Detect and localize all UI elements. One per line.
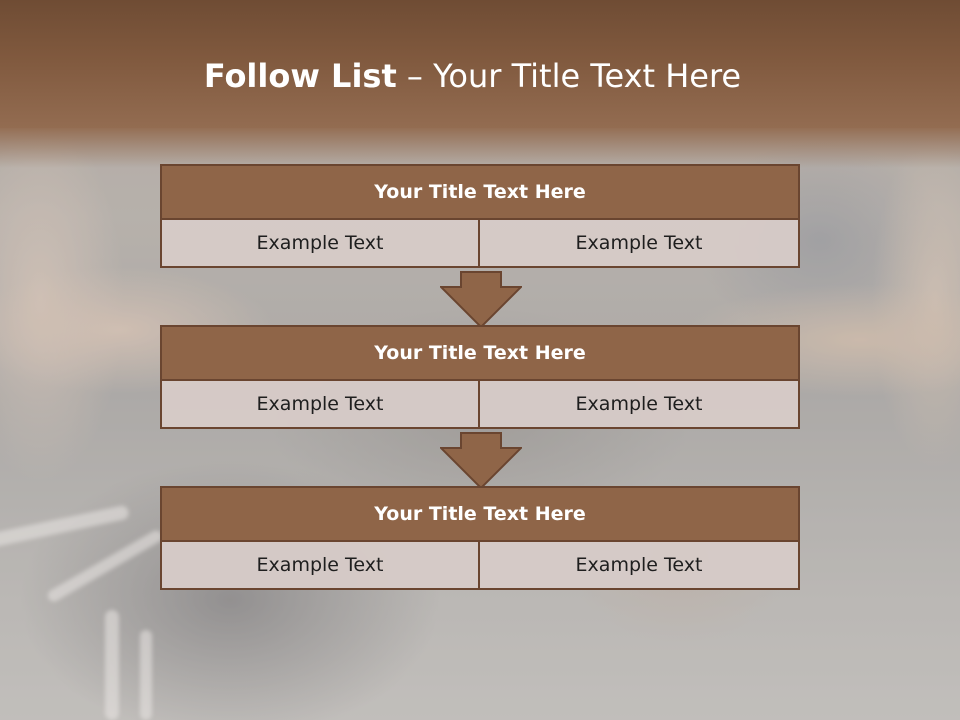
- block-cell-right: Example Text: [478, 381, 800, 429]
- block-cell-right: Example Text: [478, 542, 800, 590]
- block-heading: Your Title Text Here: [160, 325, 800, 381]
- list-block-2: Your Title Text Here Example Text Exampl…: [160, 325, 800, 429]
- block-cell-right: Example Text: [478, 220, 800, 268]
- block-cell-left: Example Text: [160, 381, 480, 429]
- block-row: Example Text Example Text: [160, 542, 800, 590]
- list-block-1: Your Title Text Here Example Text Exampl…: [160, 164, 800, 268]
- block-heading: Your Title Text Here: [160, 164, 800, 220]
- title-bold: Follow List: [203, 57, 397, 95]
- block-row: Example Text Example Text: [160, 220, 800, 268]
- block-cell-left: Example Text: [160, 220, 480, 268]
- header-band: [0, 0, 960, 128]
- background-stripe: [140, 630, 152, 720]
- block-heading: Your Title Text Here: [160, 486, 800, 542]
- title-rest: – Your Title Text Here: [396, 57, 742, 95]
- background-stripe: [105, 610, 119, 720]
- down-arrow-icon: [440, 432, 522, 490]
- down-arrow-icon: [440, 271, 522, 329]
- block-cell-left: Example Text: [160, 542, 480, 590]
- page-title: Follow List – Your Title Text Here: [0, 52, 945, 100]
- header-band-fade: [0, 128, 960, 168]
- list-block-3: Your Title Text Here Example Text Exampl…: [160, 486, 800, 590]
- block-row: Example Text Example Text: [160, 381, 800, 429]
